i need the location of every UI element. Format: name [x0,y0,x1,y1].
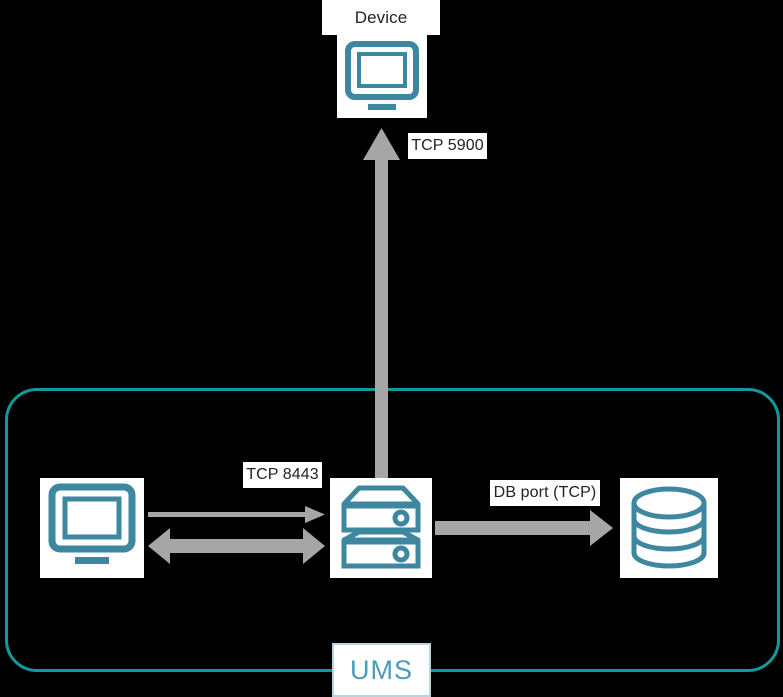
server-rack-icon [330,478,432,578]
tcp-5900-label: TCP 5900 [408,133,487,159]
device-monitor-icon [337,35,427,118]
device-label: Device [322,0,440,35]
ums-badge: UMS [332,643,431,697]
db-port-label: DB port (TCP) [490,480,600,506]
tcp-8443-label: TCP 8443 [243,462,322,488]
client-monitor-icon [40,478,144,578]
database-cylinder-icon [620,478,718,578]
